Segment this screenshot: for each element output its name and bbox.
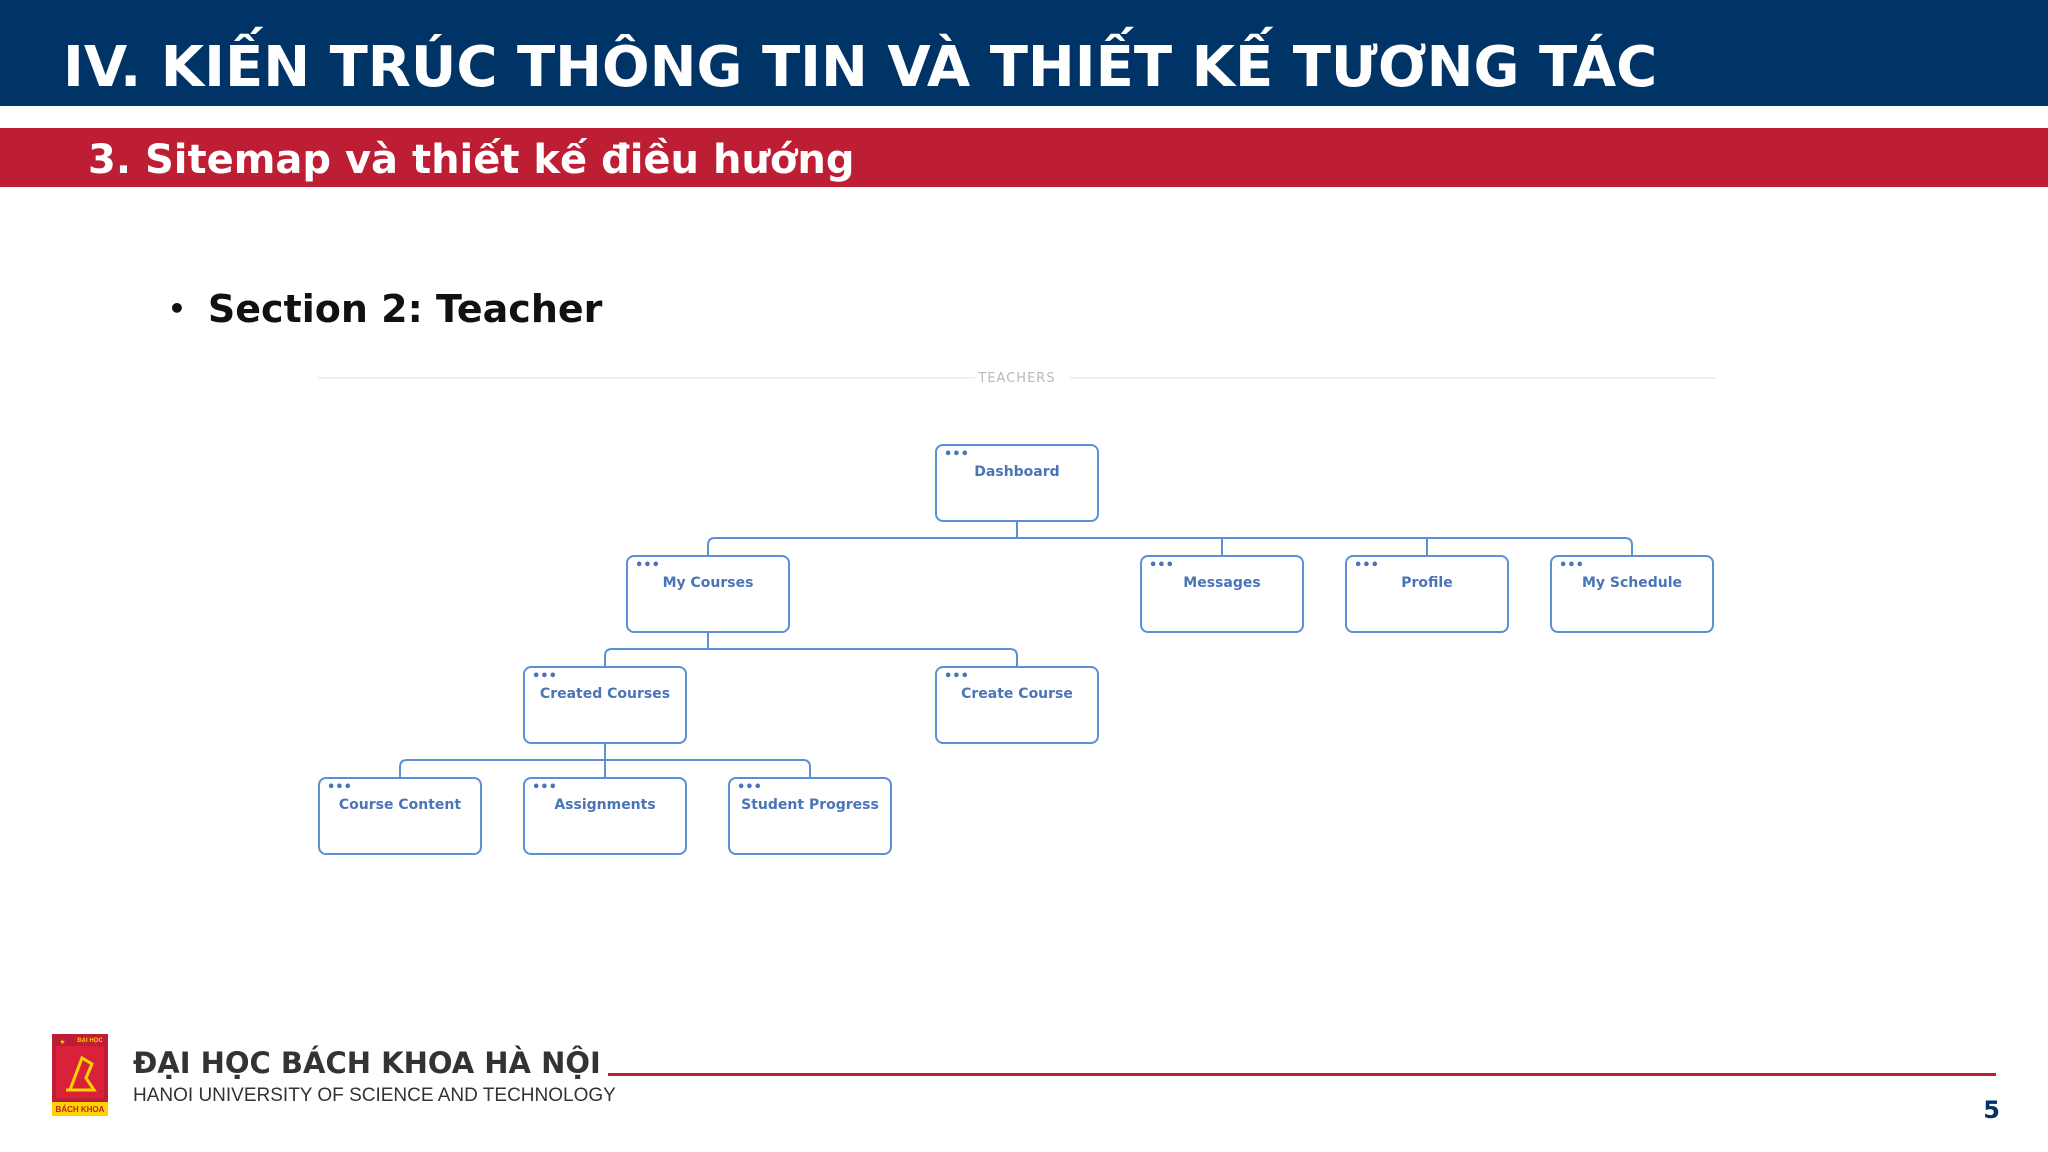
node-label: Assignments [554,797,655,813]
slide-title: IV. KIẾN TRÚC THÔNG TIN VÀ THIẾT KẾ TƯƠN… [63,35,1658,100]
node-label: Student Progress [741,797,879,813]
node-student-progress[interactable]: ••• Student Progress [728,777,892,855]
node-dots-icon: ••• [532,780,557,795]
logo-text-top: ĐẠI HỌC [77,1038,103,1044]
node-messages[interactable]: ••• Messages [1140,555,1304,633]
university-name-en: HANOI UNIVERSITY OF SCIENCE AND TECHNOLO… [133,1085,616,1106]
node-my-schedule[interactable]: ••• My Schedule [1550,555,1714,633]
connectors [399,521,1633,778]
slide-subtitle: 3. Sitemap và thiết kế điều hướng [88,137,855,183]
node-dots-icon: ••• [532,669,557,684]
node-label: Created Courses [540,686,670,702]
bullet-text: Section 2: Teacher [207,287,603,331]
page-number: 5 [1983,1096,2000,1124]
section-bullet: • Section 2: Teacher [168,282,602,336]
footer-divider [608,1073,1996,1076]
node-dots-icon: ••• [1559,558,1584,573]
university-logo: ĐẠI HỌC BÁCH KHOA [52,1034,108,1121]
university-name: ĐẠI HỌC BÁCH KHOA HÀ NỘI [133,1046,601,1080]
node-label: Course Content [339,797,461,813]
node-label: Messages [1183,575,1260,591]
node-dots-icon: ••• [1354,558,1379,573]
teacher-sitemap-diagram: TEACHERS ••• Dashboard ••• My Courses [310,360,1730,925]
node-create-course[interactable]: ••• Create Course [935,666,1099,744]
node-dots-icon: ••• [1149,558,1174,573]
node-dots-icon: ••• [737,780,762,795]
node-label: My Schedule [1582,575,1682,591]
logo-text-bottom: BÁCH KHOA [56,1105,105,1114]
node-label: Profile [1401,575,1452,591]
node-dots-icon: ••• [944,447,969,462]
section-label: TEACHERS [977,371,1055,386]
node-label: My Courses [663,575,754,591]
node-label: Create Course [961,686,1073,702]
bullet-icon: • [168,292,186,325]
node-dots-icon: ••• [635,558,660,573]
node-created-courses[interactable]: ••• Created Courses [523,666,687,744]
sitemap-svg: TEACHERS ••• Dashboard ••• My Courses [318,371,1715,855]
node-course-content[interactable]: ••• Course Content [318,777,482,855]
node-dots-icon: ••• [327,780,352,795]
subtitle-bar [0,128,2048,187]
node-my-courses[interactable]: ••• My Courses [626,555,790,633]
node-dashboard[interactable]: ••• Dashboard [935,444,1099,522]
node-dots-icon: ••• [944,669,969,684]
node-profile[interactable]: ••• Profile [1345,555,1509,633]
node-label: Dashboard [974,464,1059,480]
connector [707,537,1633,556]
title-bar [0,0,2048,106]
node-assignments[interactable]: ••• Assignments [523,777,687,855]
connector [604,648,1018,667]
